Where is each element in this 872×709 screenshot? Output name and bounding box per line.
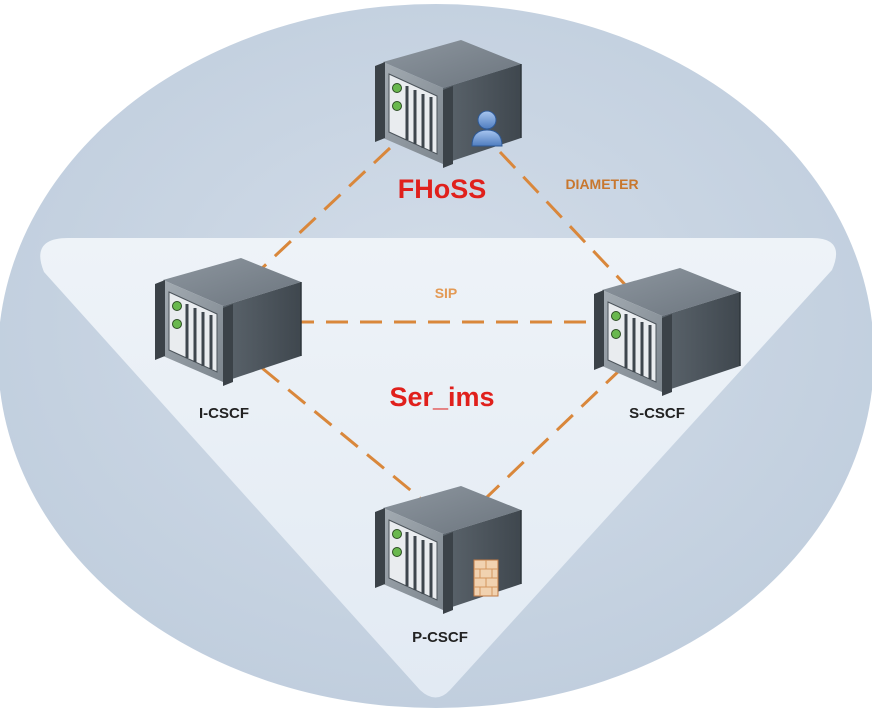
icscf-label: I-CSCF: [199, 405, 249, 422]
link-icscf-pcscf: [261, 366, 421, 500]
sip-label: SIP: [435, 285, 458, 301]
scscf-label: S-CSCF: [629, 405, 685, 422]
diameter-label: DIAMETER: [565, 176, 638, 192]
link-fhoss-icscf: [256, 146, 392, 274]
fhoss-node: [373, 38, 523, 170]
links: [256, 146, 634, 500]
ser-ims-title: Ser_ims: [389, 382, 494, 412]
link-scscf-pcscf: [484, 366, 624, 500]
pcscf-node: [373, 484, 523, 616]
user-icon: [471, 110, 503, 147]
pcscf-label: P-CSCF: [412, 629, 468, 646]
fhoss-title: FHoSS: [398, 174, 487, 204]
firewall-icon: [473, 559, 499, 597]
